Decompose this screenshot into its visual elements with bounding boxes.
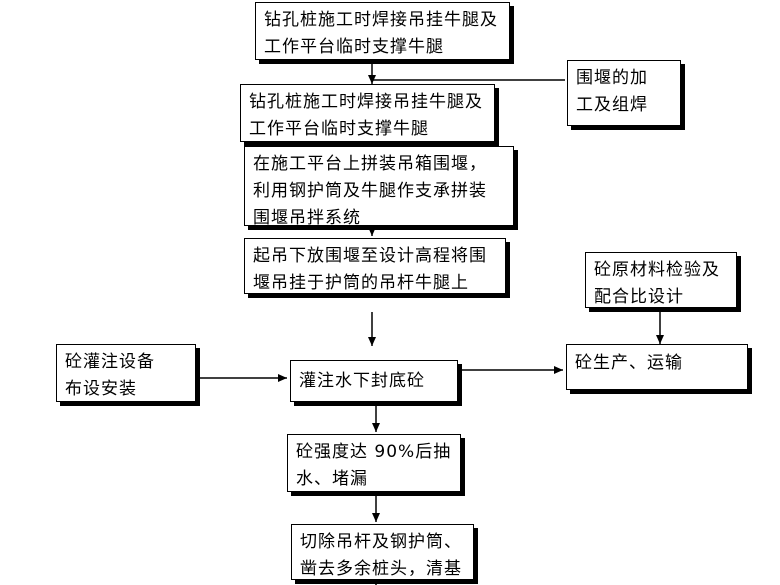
concrete-production-line-1: 砼生产、运输 — [575, 353, 683, 373]
step2-weld-brackets-box: 钻孔桩施工时焊接吊挂牛腿及 工作平台临时支撑牛腿 — [240, 84, 495, 142]
step4-line-2: 堰吊挂于护筒的吊杆牛腿上 — [253, 273, 469, 293]
pour-equipment-box: 砼灌注设备 布设安装 — [56, 344, 196, 402]
cofferdam-fab-line-2: 工及组焊 — [576, 95, 648, 115]
step4-lower-cofferdam-box: 起吊下放围堰至设计高程将围 堰吊挂于护筒的吊杆牛腿上 — [244, 238, 506, 294]
step1-line-2: 工作平台临时支撑牛腿 — [264, 37, 444, 57]
step1-line-1: 钻孔桩施工时焊接吊挂牛腿及 — [264, 10, 498, 30]
step4-line-1: 起吊下放围堰至设计高程将围 — [253, 246, 487, 266]
material-check-box: 砼原材料检验及 配合比设计 — [585, 252, 737, 308]
step3-line-3: 围堰吊拌系统 — [253, 208, 361, 228]
step1-weld-brackets-box: 钻孔桩施工时焊接吊挂牛腿及 工作平台临时支撑牛腿 — [255, 2, 510, 60]
pour-equipment-line-2: 布设安装 — [65, 379, 137, 399]
concrete-production-box: 砼生产、运输 — [566, 344, 748, 390]
material-check-line-2: 配合比设计 — [594, 287, 684, 307]
pour-equipment-line-1: 砼灌注设备 — [65, 352, 155, 372]
step6-line-2: 水、堵漏 — [296, 469, 368, 489]
step7-cut-clean-box: 切除吊杆及钢护筒、 凿去多余桩头，清基 — [291, 524, 474, 580]
step3-assemble-cofferdam-box: 在施工平台上拼装吊箱围堰， 利用钢护筒及牛腿作支承拼装 围堰吊拌系统 — [244, 146, 514, 228]
step3-line-1: 在施工平台上拼装吊箱围堰， — [253, 154, 487, 174]
step2-line-2: 工作平台临时支撑牛腿 — [249, 119, 429, 139]
step7-line-1: 切除吊杆及钢护筒、 — [300, 532, 462, 552]
step6-pump-seal-box: 砼强度达 90%后抽 水、堵漏 — [287, 434, 461, 492]
step2-line-1: 钻孔桩施工时焊接吊挂牛腿及 — [249, 92, 483, 112]
cofferdam-fabrication-box: 围堰的加 工及组焊 — [567, 60, 681, 126]
step5-line-1: 灌注水下封底砼 — [299, 371, 425, 391]
step3-line-2: 利用钢护筒及牛腿作支承拼装 — [253, 181, 487, 201]
step5-underwater-pour-box: 灌注水下封底砼 — [290, 360, 458, 402]
cofferdam-fab-line-1: 围堰的加 — [576, 68, 648, 88]
step6-line-1: 砼强度达 90%后抽 — [296, 442, 452, 462]
material-check-line-1: 砼原材料检验及 — [594, 260, 720, 280]
step7-line-2: 凿去多余桩头，清基 — [300, 559, 462, 579]
